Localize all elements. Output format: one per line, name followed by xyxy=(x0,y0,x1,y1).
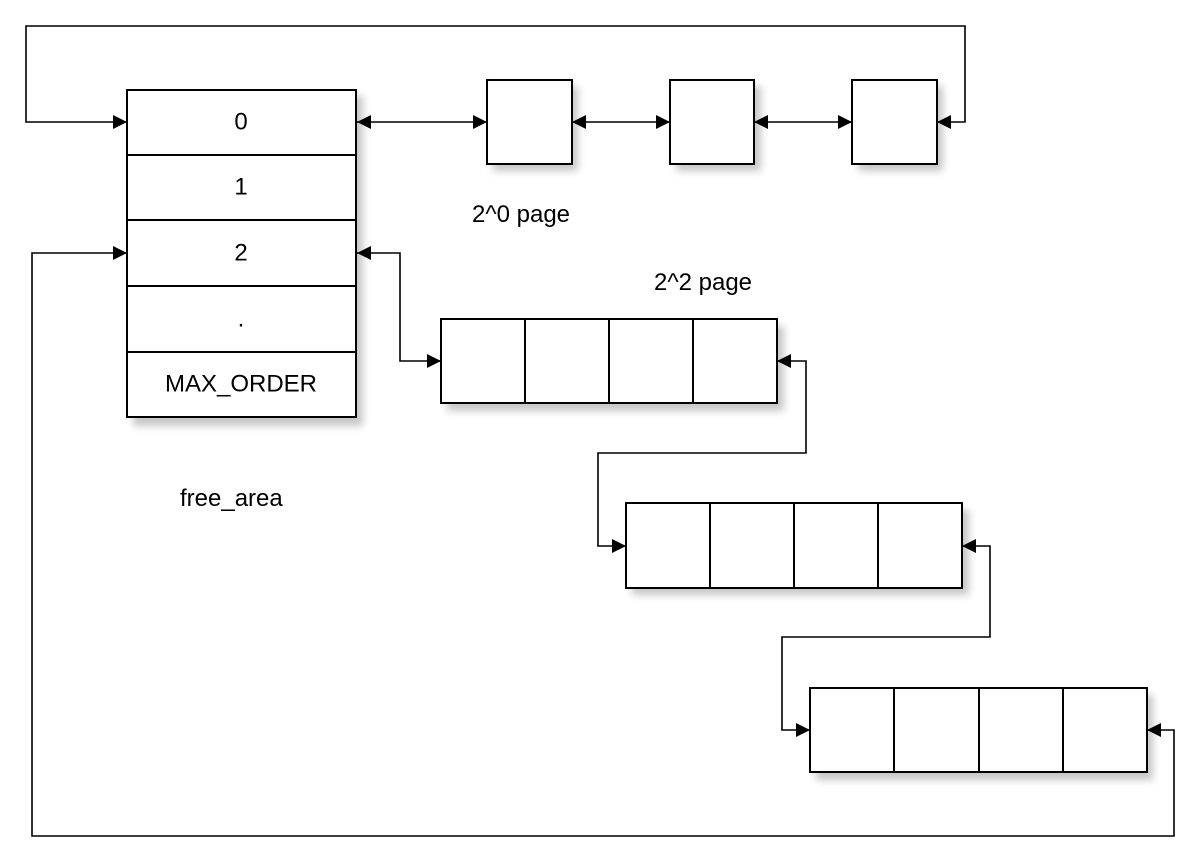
free-area-table: 0 1 2 . MAX_ORDER xyxy=(126,89,363,426)
free-area-row-label: 2 xyxy=(234,240,247,267)
free-area-row-1 xyxy=(126,154,357,221)
free-area-row-label: MAX_ORDER xyxy=(165,371,317,398)
order2-page-list xyxy=(440,318,1153,780)
order0-page-list xyxy=(486,79,943,171)
link-arrow xyxy=(357,246,441,368)
order2-page-label: 2^2 page xyxy=(654,269,752,296)
wrap-around-arrow xyxy=(31,246,1175,837)
order0-page-label: 2^0 page xyxy=(472,201,570,228)
order0-links xyxy=(25,25,966,129)
order0-page-block xyxy=(486,79,573,165)
order0-page-block xyxy=(851,79,938,165)
free-area-row-label: . xyxy=(238,306,245,333)
free-area-row-label: 1 xyxy=(234,174,247,201)
order0-page-block xyxy=(669,79,755,165)
wrap-around-arrow xyxy=(25,25,966,129)
free-area-caption: free_area xyxy=(180,485,283,512)
free-area-row-label: 0 xyxy=(234,109,247,136)
order2-links xyxy=(31,246,1175,837)
